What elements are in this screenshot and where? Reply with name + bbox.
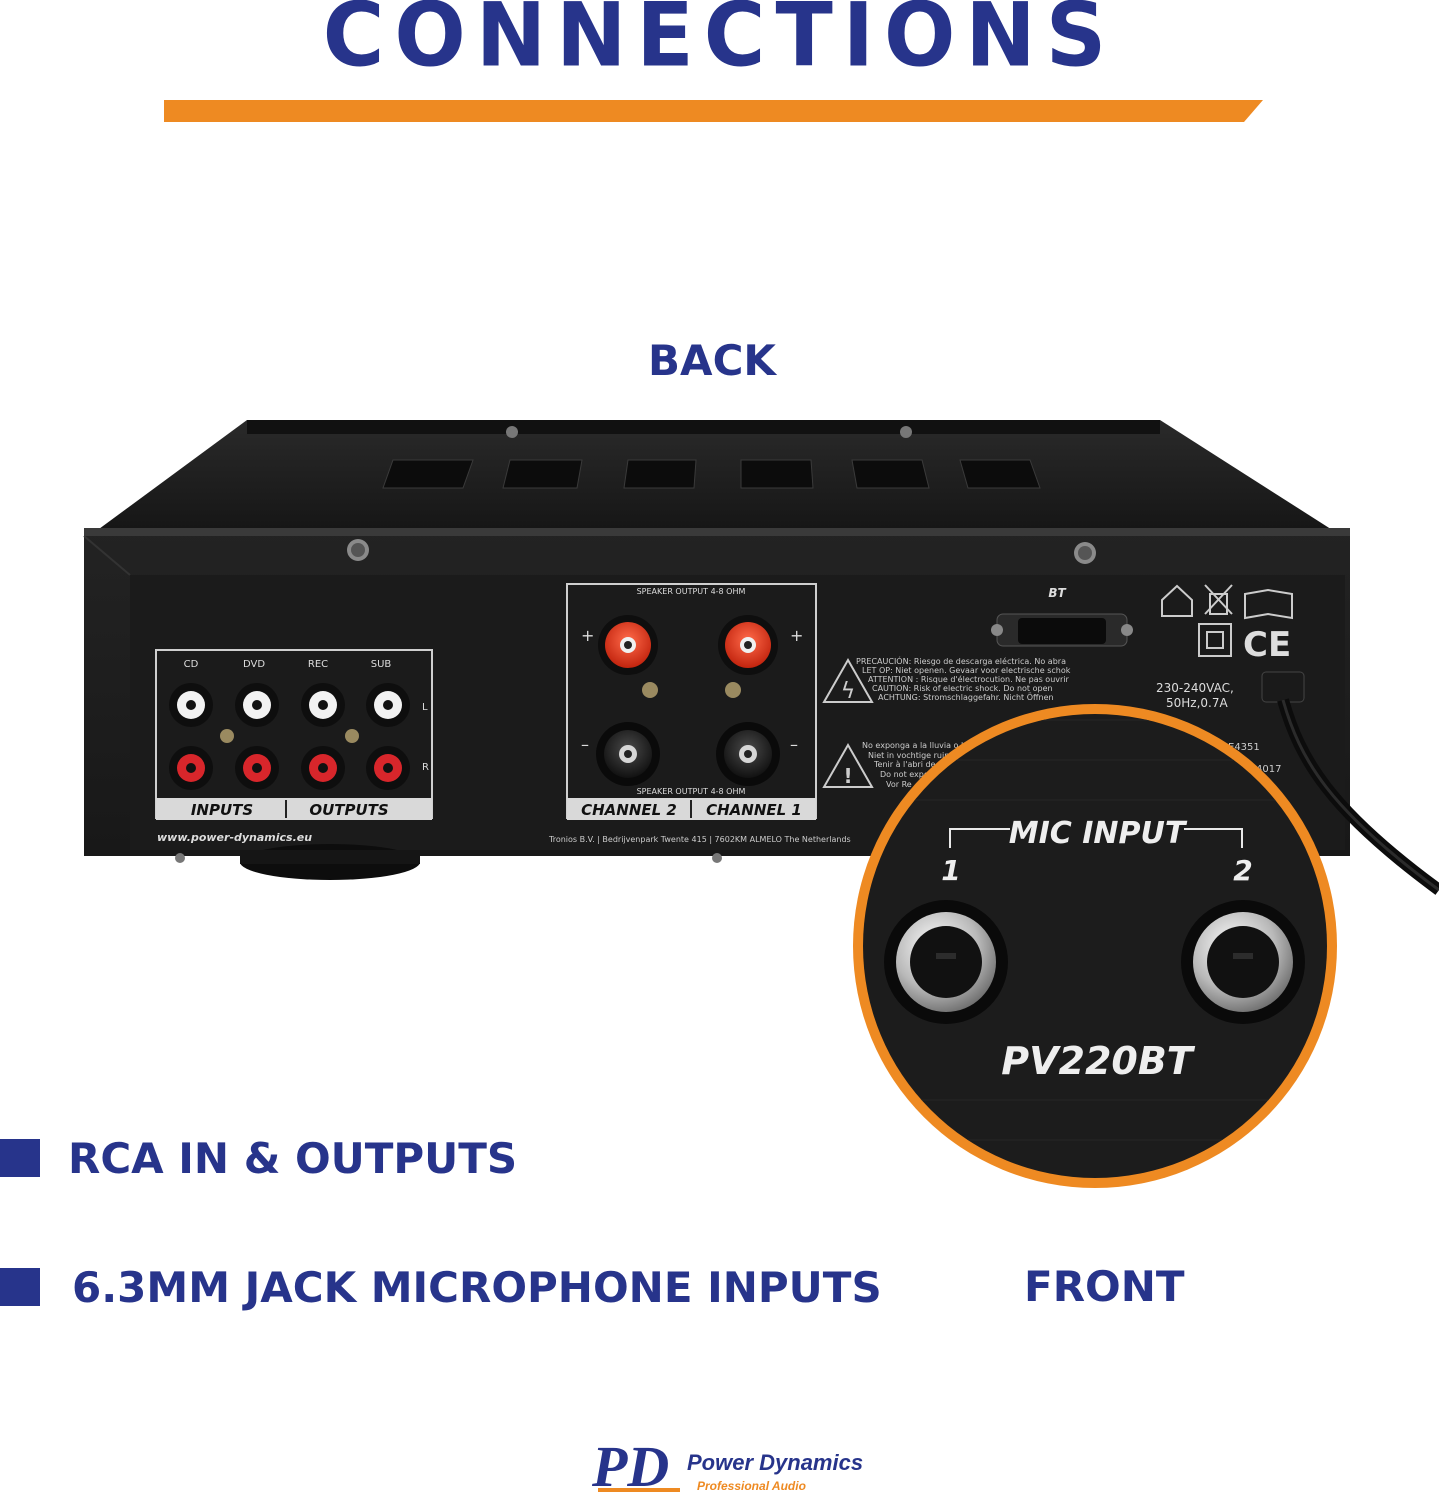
- rca-channel-l: L: [422, 702, 428, 713]
- rca-label-dvd: DVD: [243, 659, 265, 670]
- channel-1-label: CHANNEL 1: [706, 801, 802, 819]
- logo-name: Power Dynamics: [687, 1450, 864, 1475]
- warning-line-5: ACHTUNG: Stromschlaggefahr. Nicht Öffnen: [878, 692, 1054, 702]
- certification-icons: [1161, 584, 1293, 657]
- power-rating-line-1: 230-240VAC,: [1156, 681, 1234, 695]
- rca-label-rec: REC: [308, 659, 328, 670]
- rca-inputs-label: INPUTS: [191, 801, 253, 819]
- mic-input-label: MIC INPUT: [1009, 816, 1188, 851]
- power-dynamics-logo: PD: [591, 1434, 680, 1496]
- title-underline-tip: [1244, 100, 1263, 122]
- speaker-panel: SPEAKER OUTPUT 4-8 OHM SPEAKER OUTPUT 4-…: [566, 583, 817, 820]
- speaker-terminals-red: [598, 615, 778, 675]
- serial-line-1: E4351: [1228, 742, 1260, 753]
- plus-right: +: [790, 626, 803, 645]
- rca-label-sub: SUB: [371, 659, 392, 670]
- rear-screws: [347, 539, 1096, 564]
- speaker-terminals-black: [596, 722, 780, 786]
- feature-mic-jack-label: 6.3MM JACK MICROPHONE INPUTS: [72, 1262, 882, 1312]
- address-label: Tronios B.V. | Bedrijvenpark Twente 415 …: [548, 835, 851, 844]
- power-cable: [1261, 671, 1439, 895]
- feature-mic-jack: 6.3MM JACK MICROPHONE INPUTS: [0, 1262, 882, 1312]
- feature-rca: RCA IN & OUTPUTS: [0, 1133, 517, 1183]
- website-label: www.power-dynamics.eu: [157, 831, 312, 844]
- power-rating-line-2: 50Hz,0.7A: [1166, 696, 1228, 710]
- title-underline: [164, 100, 1244, 122]
- ce-mark: CE: [1243, 625, 1291, 665]
- warning-line-4: CAUTION: Risk of electric shock. Do not …: [872, 684, 1053, 693]
- svg-text:ϟ: ϟ: [841, 679, 856, 704]
- warning-block: ϟ PRECAUCIÓN: Riesgo de descarga eléctri…: [822, 655, 1071, 789]
- model-label: PV220BT: [1001, 1039, 1196, 1083]
- channel-2-label: CHANNEL 2: [581, 801, 677, 819]
- rca-jacks-white: [169, 683, 410, 727]
- mic-input-2-label: 2: [1233, 854, 1252, 887]
- rca-outputs-label: OUTPUTS: [309, 801, 388, 819]
- feature-bullet: [0, 1139, 40, 1177]
- feature-bullet: [0, 1268, 40, 1306]
- rca-jacks-red: [169, 746, 410, 790]
- serial-line-2: 4017: [1256, 764, 1281, 775]
- svg-text:!: !: [843, 764, 852, 788]
- bluetooth-module: BT: [991, 586, 1133, 647]
- mic-input-inset: MIC INPUT 1 2 PV220BT: [853, 704, 1337, 1188]
- mic-jack-1: [884, 900, 1008, 1024]
- speaker-output-bottom-label: SPEAKER OUTPUT 4-8 OHM: [637, 787, 746, 796]
- minus-left: –: [581, 735, 589, 754]
- warning-line-1: PRECAUCIÓN: Riesgo de descarga eléctrica…: [856, 655, 1066, 666]
- back-view-label: BACK: [648, 336, 776, 385]
- bt-label: BT: [1048, 586, 1066, 600]
- logo-tagline: Professional Audio: [697, 1479, 806, 1493]
- minus-right: –: [790, 735, 798, 754]
- rain-line-3: Tenir à l'abri de: [873, 760, 936, 769]
- rain-line-2: Niet in vochtige ruimt: [868, 751, 955, 760]
- speaker-output-top-label: SPEAKER OUTPUT 4-8 OHM: [637, 587, 746, 596]
- top-vents: [382, 459, 1041, 489]
- rain-line-5: Vor Re: [886, 780, 912, 789]
- rca-channel-r: R: [422, 762, 429, 773]
- warning-line-2: LET OP: Niet openen. Gevaar voor electri…: [862, 666, 1071, 675]
- rain-line-1: No exponga a la lluvia o la: [862, 741, 968, 750]
- rca-label-cd: CD: [184, 659, 199, 670]
- rca-panel: CD DVD REC SUB L R INPUTS OUTPUTS: [155, 649, 433, 820]
- front-view-label: FRONT: [1024, 1262, 1185, 1311]
- warning-line-3: ATTENTION : Risque d'électrocution. Ne p…: [868, 674, 1070, 684]
- mic-jack-2: [1181, 900, 1305, 1024]
- logo-mark: PD: [591, 1434, 669, 1496]
- plus-left: +: [581, 626, 594, 645]
- feature-rca-label: RCA IN & OUTPUTS: [68, 1133, 518, 1183]
- mic-input-1-label: 1: [941, 854, 960, 887]
- rain-line-4: Do not expo: [880, 770, 929, 779]
- page-title: CONNECTIONS: [322, 0, 1117, 87]
- amp-top-cover: [84, 420, 1348, 540]
